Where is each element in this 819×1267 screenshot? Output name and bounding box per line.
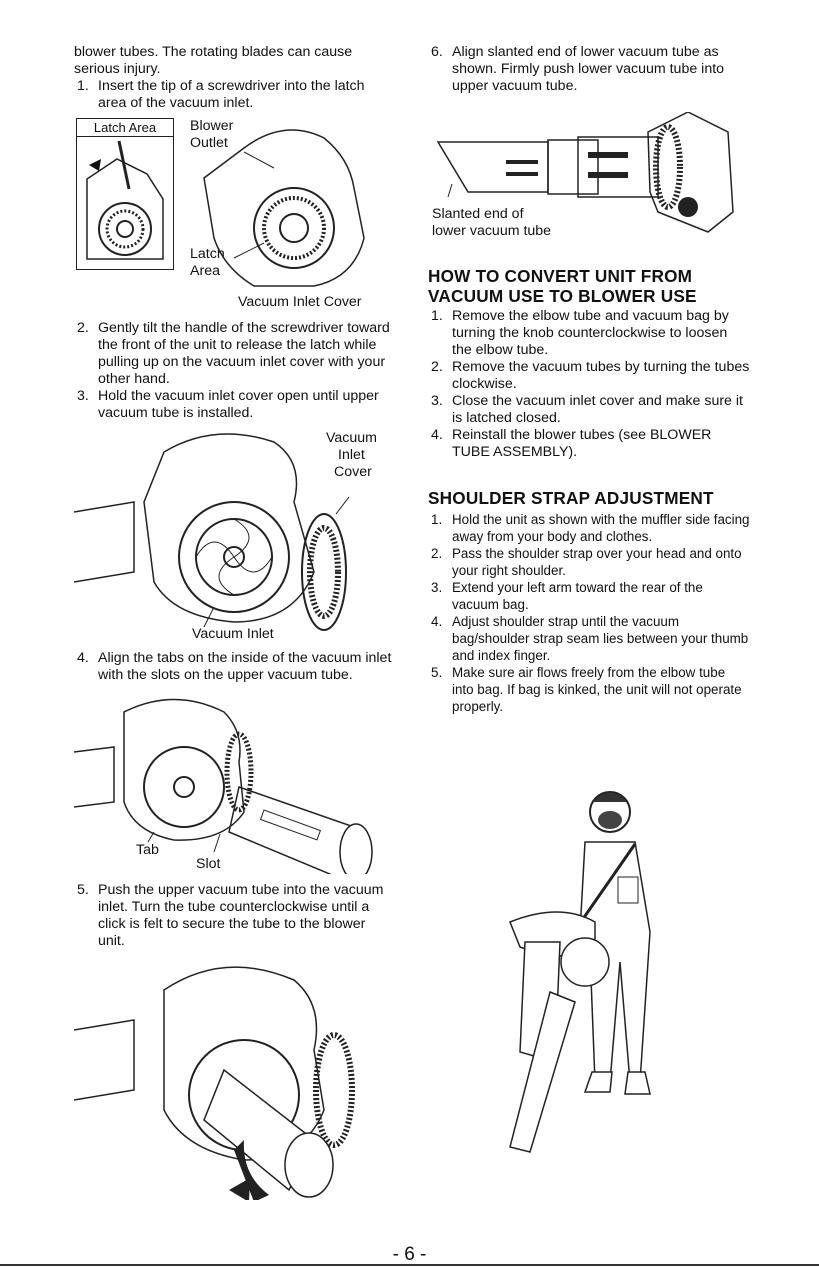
- slanted-tube-drawing: [436, 112, 734, 233]
- tab-slot-drawing: [74, 698, 373, 874]
- left-step-5: 5. Push the upper vacuum tube into the va…: [74, 882, 394, 950]
- step-number: 6.: [431, 44, 443, 60]
- tab-label: Tab: [136, 842, 159, 858]
- section-heading-line1: HOW TO CONVERT UNIT FROM: [428, 266, 693, 286]
- step-text: Remove the elbow tube and vacuum bag by …: [452, 308, 729, 358]
- slanted-label-line2: lower vacuum tube: [432, 223, 552, 239]
- step-5: 5. Push the upper vacuum tube into the va…: [74, 882, 394, 950]
- operator-drawing: [509, 791, 651, 1153]
- step-number: 4.: [431, 614, 443, 629]
- figure-slanted-tube: Slanted end of lower vacuum tube: [428, 112, 748, 252]
- step-number: 1.: [77, 78, 89, 94]
- strap-step-2: 2. Pass the shoulder strap over your head…: [428, 545, 750, 579]
- step-text: Reinstall the blower tubes (see BLOWER T…: [452, 427, 712, 460]
- blower-cover-drawing: [203, 129, 365, 287]
- step-1: 1. Insert the tip of a screwdriver into t…: [74, 78, 394, 112]
- step-text: Adjust shoulder strap until the vacuum b…: [452, 614, 749, 663]
- cover-label-line1: Vacuum: [326, 430, 377, 446]
- step-text: Hold the unit as shown with the muffler …: [452, 512, 750, 544]
- convert-step-4: 4. Reinstall the blower tubes (see BLOWER…: [428, 427, 750, 461]
- figure-operator-with-strap: [500, 782, 680, 1162]
- figure-vacuum-inlet-cover: Latch Area Blower Outlet Latch Area Vacu…: [74, 118, 384, 310]
- step-number: 5.: [77, 882, 89, 898]
- section-shoulder-strap: SHOULDER STRAP ADJUSTMENT 1. Hold the uni…: [428, 488, 750, 715]
- page-number: - 6 -: [392, 1244, 427, 1265]
- step-number: 4.: [77, 650, 89, 666]
- convert-step-3: 3. Close the vacuum inlet cover and make …: [428, 393, 750, 427]
- intro-text: blower tubes. The rotating blades can ca…: [74, 44, 353, 77]
- step-number: 2.: [431, 359, 443, 375]
- step-text: Push the upper vacuum tube into the vacu…: [98, 882, 384, 949]
- figure-tube-insertion: [74, 950, 394, 1200]
- step-3: 3. Hold the vacuum inlet cover open until…: [74, 388, 394, 422]
- blower-label-line2: Outlet: [190, 135, 228, 151]
- step-text: Align slanted end of lower vacuum tube a…: [452, 44, 725, 94]
- slot-label: Slot: [196, 856, 221, 872]
- step-number: 2.: [431, 546, 443, 561]
- strap-step-4: 4. Adjust shoulder strap until the vacuum…: [428, 613, 750, 664]
- slanted-label-line1: Slanted end of: [432, 206, 524, 222]
- strap-step-5: 5. Make sure air flows freely from the el…: [428, 664, 750, 715]
- figure-vacuum-inlet: Vacuum Inlet Cover Vacuum Inlet: [74, 422, 394, 646]
- step-number: 3.: [431, 580, 443, 595]
- section-convert: HOW TO CONVERT UNIT FROM VACUUM USE TO B…: [428, 266, 750, 461]
- vacuum-inlet-drawing: [74, 433, 350, 631]
- section-heading-line2: VACUUM USE TO BLOWER USE: [428, 286, 697, 306]
- right-step-6: 6. Align slanted end of lower vacuum tube…: [428, 44, 748, 95]
- step-number: 3.: [77, 388, 89, 404]
- step-4: 4. Align the tabs on the inside of the va…: [74, 650, 394, 684]
- step-text: Extend your left arm toward the rear of …: [452, 580, 703, 612]
- step-text: Gently tilt the handle of the screwdrive…: [98, 320, 390, 387]
- figure-tab-slot: Tab Slot: [74, 692, 394, 874]
- step-number: 3.: [431, 393, 443, 409]
- step-6: 6. Align slanted end of lower vacuum tube…: [428, 44, 748, 95]
- inset-label: Latch Area: [77, 119, 173, 137]
- left-steps-2-3: 2. Gently tilt the handle of the screwdri…: [74, 320, 394, 422]
- cover-label-line3: Cover: [334, 464, 372, 480]
- step-text: Align the tabs on the inside of the vacu…: [98, 650, 392, 683]
- cover-label-line2: Inlet: [338, 447, 365, 463]
- bottom-rule: [0, 1264, 819, 1266]
- left-intro-block: blower tubes. The rotating blades can ca…: [74, 44, 394, 112]
- figure-caption: Vacuum Inlet: [192, 626, 274, 642]
- strap-step-3: 3. Extend your left arm toward the rear o…: [428, 579, 750, 613]
- latch-label-line1: Latch: [190, 246, 225, 262]
- convert-step-2: 2. Remove the vacuum tubes by turning the…: [428, 359, 750, 393]
- step-2: 2. Gently tilt the handle of the screwdri…: [74, 320, 394, 388]
- figure-caption: Vacuum Inlet Cover: [238, 294, 362, 310]
- step-number: 2.: [77, 320, 89, 336]
- step-number: 1.: [431, 308, 443, 324]
- step-number: 1.: [431, 512, 443, 527]
- step-text: Close the vacuum inlet cover and make su…: [452, 393, 743, 426]
- step-number: 5.: [431, 665, 443, 680]
- step-text: Insert the tip of a screwdriver into the…: [98, 78, 365, 111]
- step-number: 4.: [431, 427, 443, 443]
- left-step-4: 4. Align the tabs on the inside of the va…: [74, 650, 394, 684]
- section-heading: SHOULDER STRAP ADJUSTMENT: [428, 488, 714, 508]
- step-text: Make sure air flows freely from the elbo…: [452, 665, 742, 714]
- step-text: Pass the shoulder strap over your head a…: [452, 546, 742, 578]
- latch-area-drawing: [86, 140, 164, 260]
- step-text: Hold the vacuum inlet cover open until u…: [98, 388, 379, 421]
- latch-area-inset: Latch Area: [76, 118, 174, 270]
- blower-label-line1: Blower: [190, 118, 234, 134]
- tube-insertion-drawing: [74, 966, 355, 1200]
- step-text: Remove the vacuum tubes by turning the t…: [452, 359, 750, 392]
- latch-label-line2: Area: [190, 263, 220, 279]
- convert-step-1: 1. Remove the elbow tube and vacuum bag b…: [428, 308, 750, 359]
- strap-step-1: 1. Hold the unit as shown with the muffle…: [428, 511, 750, 545]
